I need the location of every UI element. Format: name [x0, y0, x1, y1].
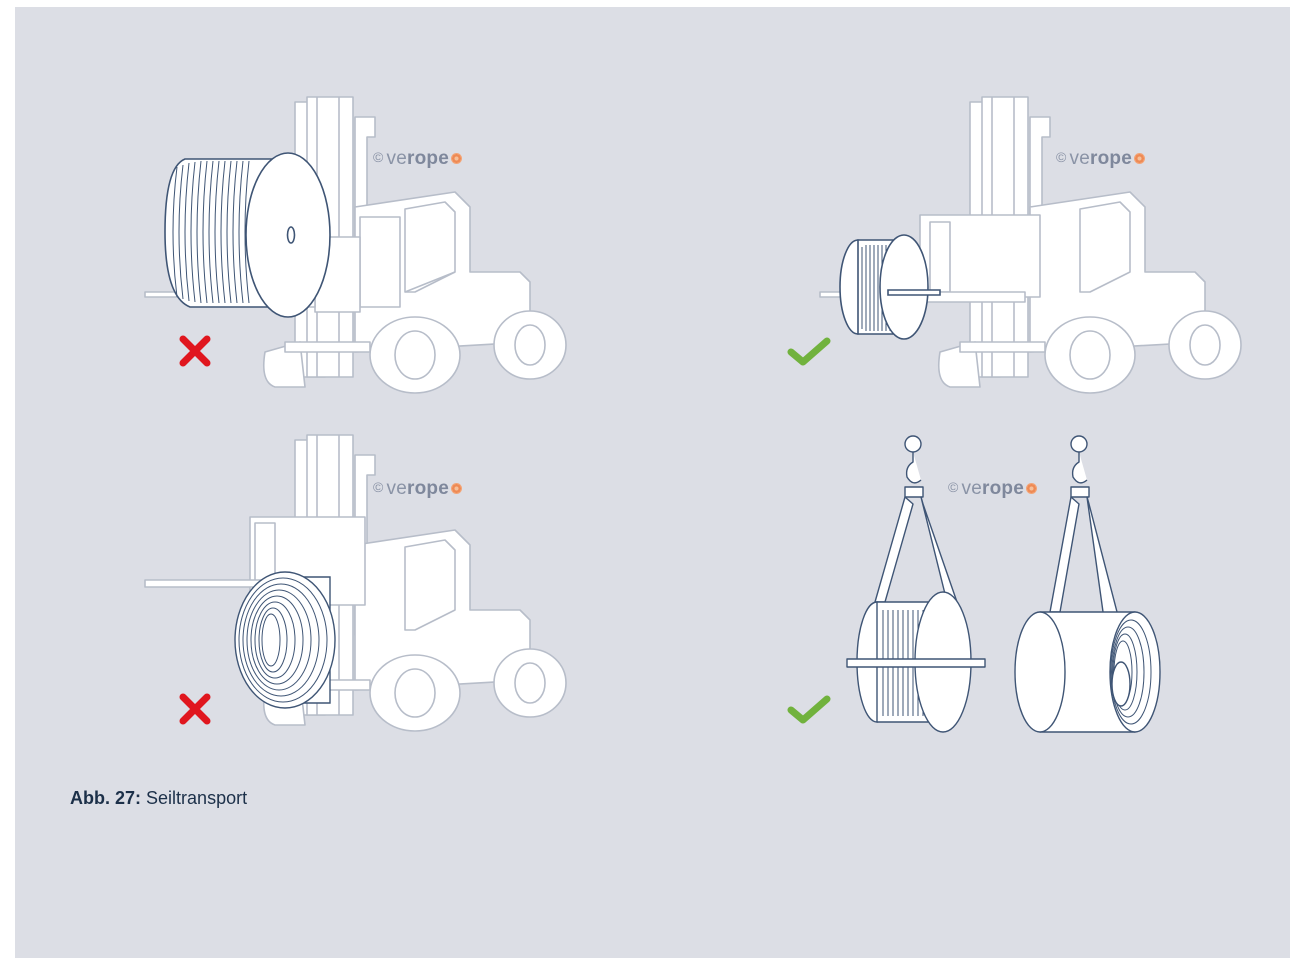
- caption-text: Seiltransport: [146, 788, 247, 808]
- scene-forklift-coil-on-fork: [125, 435, 575, 735]
- verope-logo-icon: [451, 483, 462, 494]
- cross-icon: [178, 334, 212, 368]
- check-icon: [787, 695, 831, 725]
- verope-watermark: ©verope: [373, 148, 462, 170]
- figure-caption: Abb. 27: Seiltransport: [70, 788, 247, 809]
- verope-watermark: ©verope: [948, 478, 1037, 500]
- check-icon: [787, 337, 831, 367]
- verope-logo-icon: [1026, 483, 1037, 494]
- verope-logo-icon: [1134, 153, 1145, 164]
- cross-icon: [178, 692, 212, 726]
- forklift-drawing: [125, 435, 575, 735]
- verope-logo-icon: [451, 153, 462, 164]
- figure-panel: ©verope: [15, 7, 1290, 958]
- scene-forklift-reel-on-mandrel: [800, 97, 1250, 397]
- verope-watermark: ©verope: [1056, 148, 1145, 170]
- verope-watermark: ©verope: [373, 478, 462, 500]
- forklift-drawing: [800, 97, 1250, 397]
- caption-label: Abb. 27:: [70, 788, 141, 808]
